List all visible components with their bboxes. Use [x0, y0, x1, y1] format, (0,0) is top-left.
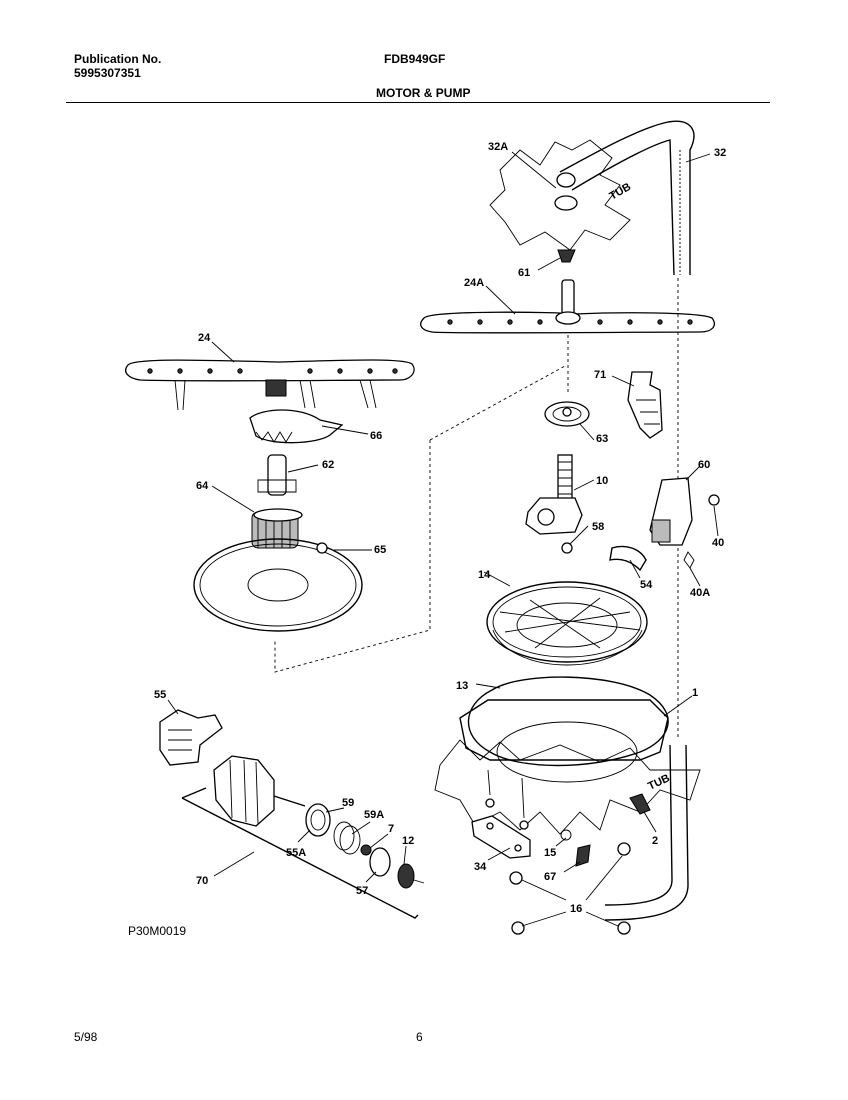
callout-leaders [167, 151, 719, 927]
page-number: 6 [416, 1030, 423, 1044]
upper-spray-arm [420, 249, 715, 334]
callout-14: 14 [478, 569, 491, 581]
gasket-71 [627, 371, 663, 439]
header-rule [66, 102, 770, 103]
callout-24A: 24A [464, 277, 484, 289]
callout-59: 59 [342, 797, 354, 809]
callout-55A: 55A [286, 847, 306, 859]
callout-65: 65 [374, 544, 386, 556]
lower-dashed-guide [274, 365, 566, 673]
callout-59A: 59A [364, 809, 384, 821]
callout-34: 34 [474, 861, 487, 873]
motor-assembly [159, 709, 425, 919]
callout-24: 24 [198, 332, 211, 344]
callout-13: 13 [456, 680, 468, 692]
callout-62: 62 [322, 459, 334, 471]
callout-2: 2 [652, 835, 658, 847]
callout-labels: 32A 32 61 24A 24 71 66 63 62 10 64 60 65… [154, 141, 726, 915]
callout-40: 40 [712, 537, 724, 549]
tub-label-lower: TUB [646, 772, 672, 792]
callout-10: 10 [596, 475, 608, 487]
callout-67: 67 [544, 871, 556, 883]
sump-gaskets [459, 676, 669, 767]
callout-70: 70 [196, 875, 208, 887]
callout-54: 54 [640, 579, 653, 591]
callout-15: 15 [544, 847, 556, 859]
model-number: FDB949GF [384, 52, 446, 66]
gear-assembly [249, 409, 344, 496]
footer-date: 5/98 [74, 1030, 98, 1044]
callout-16: 16 [570, 903, 582, 915]
diagram-code: P30M0019 [128, 924, 187, 938]
callout-55: 55 [154, 689, 166, 701]
pump-housing [525, 454, 583, 535]
callout-40A: 40A [690, 587, 710, 599]
tub-label-upper: TUB [608, 181, 634, 203]
callout-64: 64 [196, 480, 209, 492]
callout-32: 32 [714, 147, 726, 159]
callout-61: 61 [518, 267, 530, 279]
callout-71: 71 [594, 369, 606, 381]
callout-60: 60 [698, 459, 710, 471]
lower-drain-hose [604, 744, 673, 906]
water-valve [561, 477, 720, 572]
filter-basket [486, 581, 648, 666]
mounting-hardware [471, 769, 651, 935]
upper-feed-tube: TUB [489, 120, 695, 276]
callout-7: 7 [388, 823, 394, 835]
filter-cover [193, 508, 363, 632]
callout-58: 58 [592, 521, 604, 533]
publication-label: Publication No. [74, 52, 162, 66]
lower-spray-arm [125, 359, 415, 411]
callout-32A: 32A [488, 141, 508, 153]
callout-57: 57 [356, 885, 368, 897]
section-title: MOTOR & PUMP [376, 86, 471, 100]
callout-12: 12 [402, 835, 414, 847]
callout-63: 63 [596, 433, 608, 445]
callout-1: 1 [692, 687, 698, 699]
bearing-63 [544, 401, 590, 427]
callout-66: 66 [370, 430, 382, 442]
lower-drain-hose-outer [604, 744, 689, 921]
publication-number: 5995307351 [74, 66, 141, 80]
